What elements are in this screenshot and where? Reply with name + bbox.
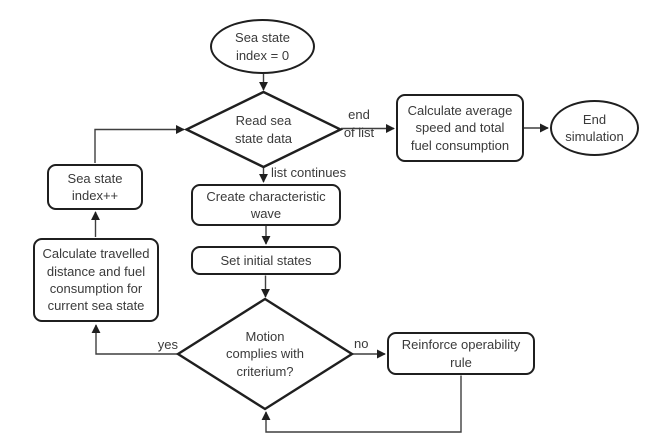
process-reinforce-operability-rule: Reinforce operability rule bbox=[387, 332, 535, 375]
process-calculate-travelled-distance: Calculate travelled distance and fuel co… bbox=[33, 238, 159, 322]
process-set-initial-states: Set initial states bbox=[191, 246, 341, 275]
edge-label-end-of-list: end of list bbox=[343, 107, 375, 140]
decision-diamond-motion-complies bbox=[175, 297, 355, 411]
connector-motion-to-calc-travel bbox=[91, 324, 177, 355]
edge-label-no: no bbox=[354, 336, 369, 351]
process-calculate-average: Calculate average speed and total fuel c… bbox=[396, 94, 524, 162]
process-create-characteristic-wave: Create characteristic wave bbox=[191, 184, 341, 226]
connector-index-inc-to-read bbox=[94, 125, 185, 163]
terminator-end-simulation: End simulation bbox=[550, 100, 639, 156]
process-sea-state-index-increment: Sea state index++ bbox=[47, 164, 143, 210]
terminator-start: Sea state index = 0 bbox=[210, 19, 315, 74]
edge-label-yes: yes bbox=[157, 337, 178, 352]
edge-label-list-continues: list continues bbox=[271, 165, 347, 180]
decision-diamond-read-sea-state bbox=[183, 90, 344, 169]
connector-reinforce-to-motion bbox=[261, 375, 462, 433]
